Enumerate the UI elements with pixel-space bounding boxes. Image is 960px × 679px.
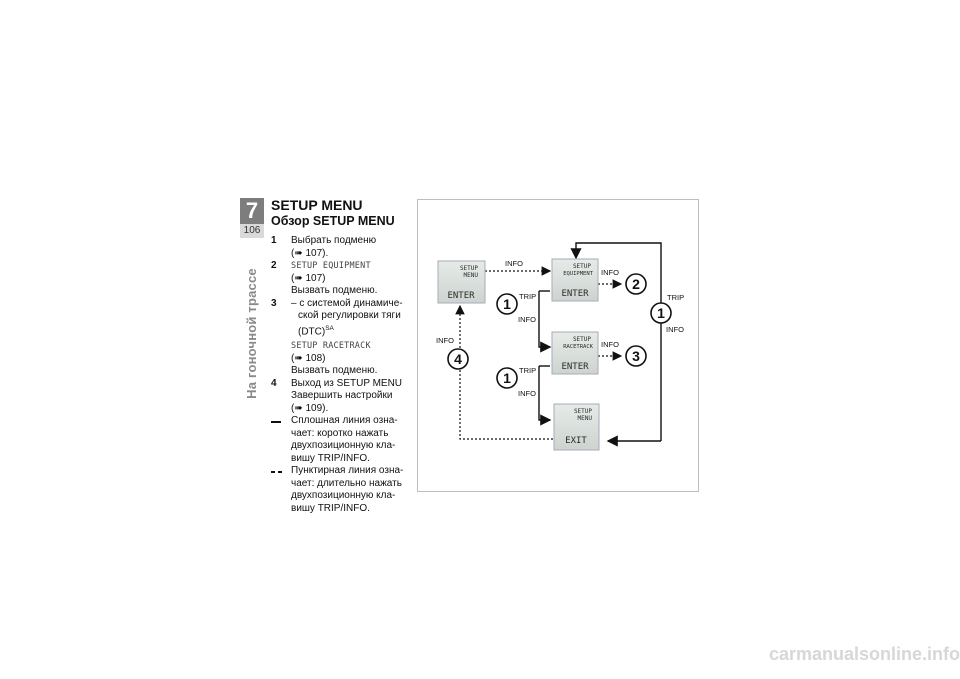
page-subtitle: Обзор SETUP MENU [271,214,395,228]
trip-label: TRIP [519,366,536,375]
screen-title: SETUP [460,265,478,272]
item-text: Вызвать подменю. [291,285,378,296]
legend-list: 1 Выбрать подменю (➠ 107). 2 SETUP EQUIP… [271,235,411,515]
marker-3: 3 [625,345,647,367]
screen-action: ENTER [561,362,589,372]
section-title: На гоночной трассе [243,267,259,399]
item-text: чает: длительно нажать [291,477,402,489]
content-column: SETUP MENU Обзор SETUP MENU 1 Выбрать по… [271,197,411,515]
info-label: INFO [666,325,684,334]
setup-menu-diagram: SETUP MENU ENTER SETUP EQUIPMENT ENTER S… [417,199,699,492]
info-label: INFO [436,336,454,345]
trip-label: TRIP [519,292,536,301]
item-text: двухпозиционную кла- [291,440,396,452]
marker-number: 1 [503,370,511,386]
marker-1-lower: 1 [496,367,518,389]
list-item: 4 Выход из SETUP MENU Завершить настройк… [271,378,411,416]
item-text: Завершить настройки [291,390,393,402]
screen-title: SETUP [573,336,591,343]
item-ref: (➠ 107) [291,272,326,284]
item-text: Вызвать подменю. [291,365,378,377]
connector-line [570,242,662,441]
trip-label: TRIP [667,293,684,302]
item-text: – с системой динамиче- [291,297,403,309]
watermark: carmanualsonline.info [768,644,960,664]
item-code: SETUP RACETRACK [291,341,371,352]
screen-title: SETUP [573,263,591,270]
item-dtc: (DTC) [298,325,326,337]
item-text: ской регулировки тяги [298,310,401,321]
item-text: Сплошная линия озна- [291,415,398,427]
screen-action: ENTER [561,289,589,299]
list-item-dashed-line: Пунктирная линия озна- чает: длительно н… [271,465,411,515]
page-number: 106 [240,224,264,238]
chapter-number: 7 [240,198,264,224]
info-label: INFO [601,268,619,277]
marker-2: 2 [625,273,647,295]
screen-title: SETUP [574,408,592,415]
connector-line [538,366,552,426]
item-text: Выбрать подменю [291,235,377,246]
item-ref: (➠ 109). [291,402,329,414]
screen-subtitle: MENU [464,272,479,279]
item-text: вишу TRIP/INFO. [291,502,370,514]
connector-line [538,291,552,353]
screen-setup-racetrack: SETUP RACETRACK ENTER [551,331,599,375]
marker-number: 4 [454,351,462,367]
dashed-line-icon [271,465,291,515]
item-text: Пунктирная линия озна- [291,465,404,477]
list-item-solid-line: Сплошная линия озна- чает: коротко нажат… [271,415,411,465]
item-sup: SA [325,324,334,332]
section-title-vertical: На гоночной трассе [236,248,266,418]
screen-subtitle: MENU [578,415,593,422]
info-label: INFO [505,259,523,268]
item-ref: (➠ 107). [291,247,329,259]
marker-number: 2 [632,276,640,292]
marker-1-upper: 1 [496,293,518,315]
list-item: 3 – с системой динамиче- ской регулировк… [271,298,411,378]
screen-exit: SETUP MENU EXIT [553,403,600,451]
list-item: 1 Выбрать подменю (➠ 107). [271,235,411,260]
item-text: чает: коротко нажать [291,427,389,439]
marker-4: 4 [447,348,469,370]
item-number: 3 [271,297,277,309]
item-text: (DTC)SA [291,323,411,339]
screen-subtitle: EQUIPMENT [563,271,593,277]
marker-number: 1 [657,305,665,321]
screen-subtitle: RACETRACK [563,344,593,350]
info-label: INFO [518,315,536,324]
item-text: Выход из SETUP MENU [291,377,403,389]
marker-1-right: 1 [650,302,672,324]
item-number: 2 [271,260,277,271]
info-label: INFO [518,389,536,398]
item-code: SETUP EQUIPMENT [291,261,371,271]
item-number: 4 [271,377,277,389]
screen-setup-menu: SETUP MENU ENTER [437,260,486,304]
screen-action: EXIT [565,436,587,446]
screen-setup-equipment: SETUP EQUIPMENT ENTER [551,258,599,302]
page-title: SETUP MENU [271,197,363,213]
screen-action: ENTER [447,291,475,301]
solid-line-icon [271,415,291,465]
list-item: 2 SETUP EQUIPMENT (➠ 107) Вызвать подмен… [271,260,411,298]
info-label: INFO [601,340,619,349]
marker-number: 1 [503,296,511,312]
diagram-svg: SETUP MENU ENTER SETUP EQUIPMENT ENTER S… [436,242,684,451]
item-text: двухпозиционную кла- [291,490,396,502]
item-number: 1 [271,235,277,246]
item-ref: (➠ 108) [291,352,326,364]
item-text: вишу TRIP/INFO. [291,452,370,464]
marker-number: 3 [632,348,640,364]
